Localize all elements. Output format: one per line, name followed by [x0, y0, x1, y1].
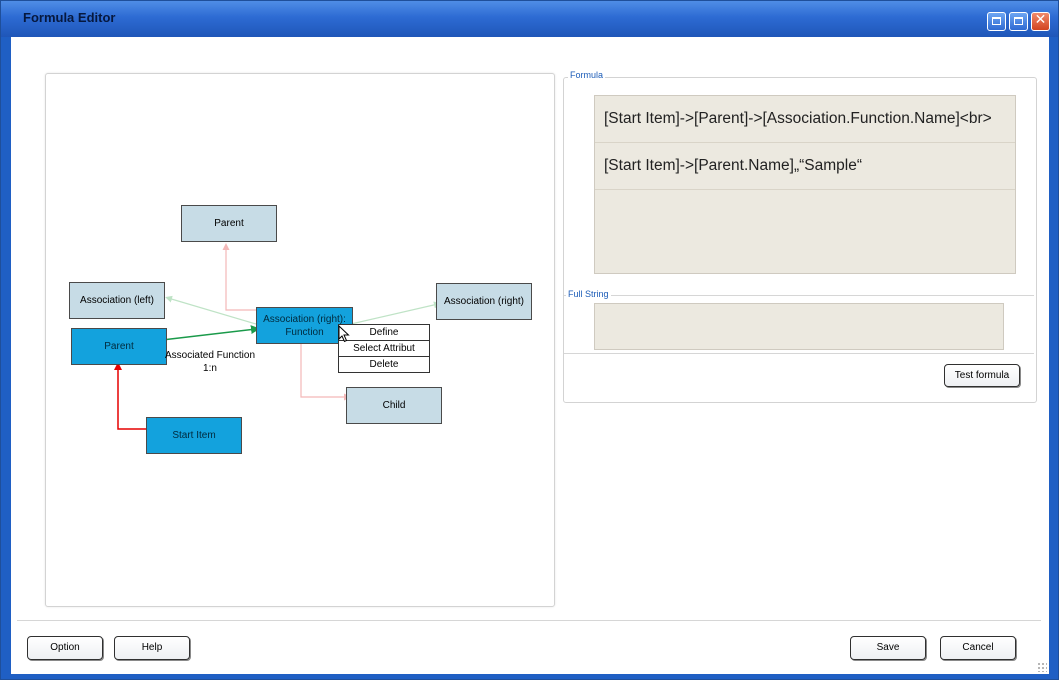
edge-start-to-parent — [114, 362, 146, 430]
diagram-connectors — [114, 243, 441, 430]
mouse-cursor-icon — [338, 325, 350, 343]
close-icon: ✕ — [1034, 12, 1047, 28]
node-start-item[interactable]: Start Item — [146, 417, 242, 454]
window-title: Formula Editor — [23, 10, 116, 25]
edge-function-to-association-left — [165, 295, 257, 325]
maximize-button[interactable] — [1009, 12, 1028, 31]
diagram-canvas[interactable]: Parent Association (left) Association (r… — [45, 73, 555, 607]
edge-parent-to-function — [161, 325, 260, 341]
edge-function-to-parent-top — [222, 243, 256, 311]
divider — [564, 295, 1034, 296]
formula-legend: Formula — [568, 70, 606, 80]
minimize-button[interactable] — [987, 12, 1006, 31]
resize-grip-icon[interactable] — [1037, 662, 1047, 672]
option-button[interactable]: Option — [27, 636, 103, 660]
edge-function-to-association-right — [350, 301, 441, 325]
node-parent-top[interactable]: Parent — [181, 205, 277, 242]
node-parent[interactable]: Parent — [71, 328, 167, 365]
formula-line[interactable]: [Start Item]->[Parent.Name]„“Sample“ — [595, 143, 1015, 190]
node-child[interactable]: Child — [346, 387, 442, 424]
edge-function-to-child — [300, 344, 351, 401]
context-menu-select-attribut[interactable]: Select Attribut — [339, 341, 429, 357]
cancel-button[interactable]: Cancel — [940, 636, 1016, 660]
context-menu-define[interactable]: Define — [339, 325, 429, 341]
title-bar[interactable]: Formula Editor ✕ — [1, 1, 1058, 37]
edge-label-associated-function: Associated Function 1:n — [164, 350, 256, 374]
formula-empty-area[interactable] — [595, 190, 1015, 273]
save-button[interactable]: Save — [850, 636, 926, 660]
node-association-right-function[interactable]: Association (right): Function — [256, 307, 353, 344]
full-string-legend: Full String — [566, 289, 611, 299]
node-association-left[interactable]: Association (left) — [69, 282, 165, 319]
context-menu: Define Select Attribut Delete — [338, 324, 430, 373]
close-button[interactable]: ✕ — [1031, 12, 1050, 31]
test-formula-button[interactable]: Test formula — [944, 364, 1020, 387]
formula-group — [563, 77, 1037, 403]
formula-editor-box[interactable]: [Start Item]->[Parent]->[Association.Fun… — [594, 95, 1016, 274]
maximize-icon — [1014, 17, 1023, 25]
window-controls: ✕ — [987, 12, 1050, 31]
divider — [17, 620, 1041, 621]
context-menu-delete[interactable]: Delete — [369, 359, 399, 370]
formula-line[interactable]: [Start Item]->[Parent]->[Association.Fun… — [595, 96, 1015, 143]
divider — [564, 353, 1034, 354]
minimize-icon — [992, 17, 1001, 25]
full-string-field[interactable] — [594, 303, 1004, 350]
node-association-right[interactable]: Association (right) — [436, 283, 532, 320]
window-client-area: Parent Association (left) Association (r… — [11, 37, 1049, 674]
help-button[interactable]: Help — [114, 636, 190, 660]
